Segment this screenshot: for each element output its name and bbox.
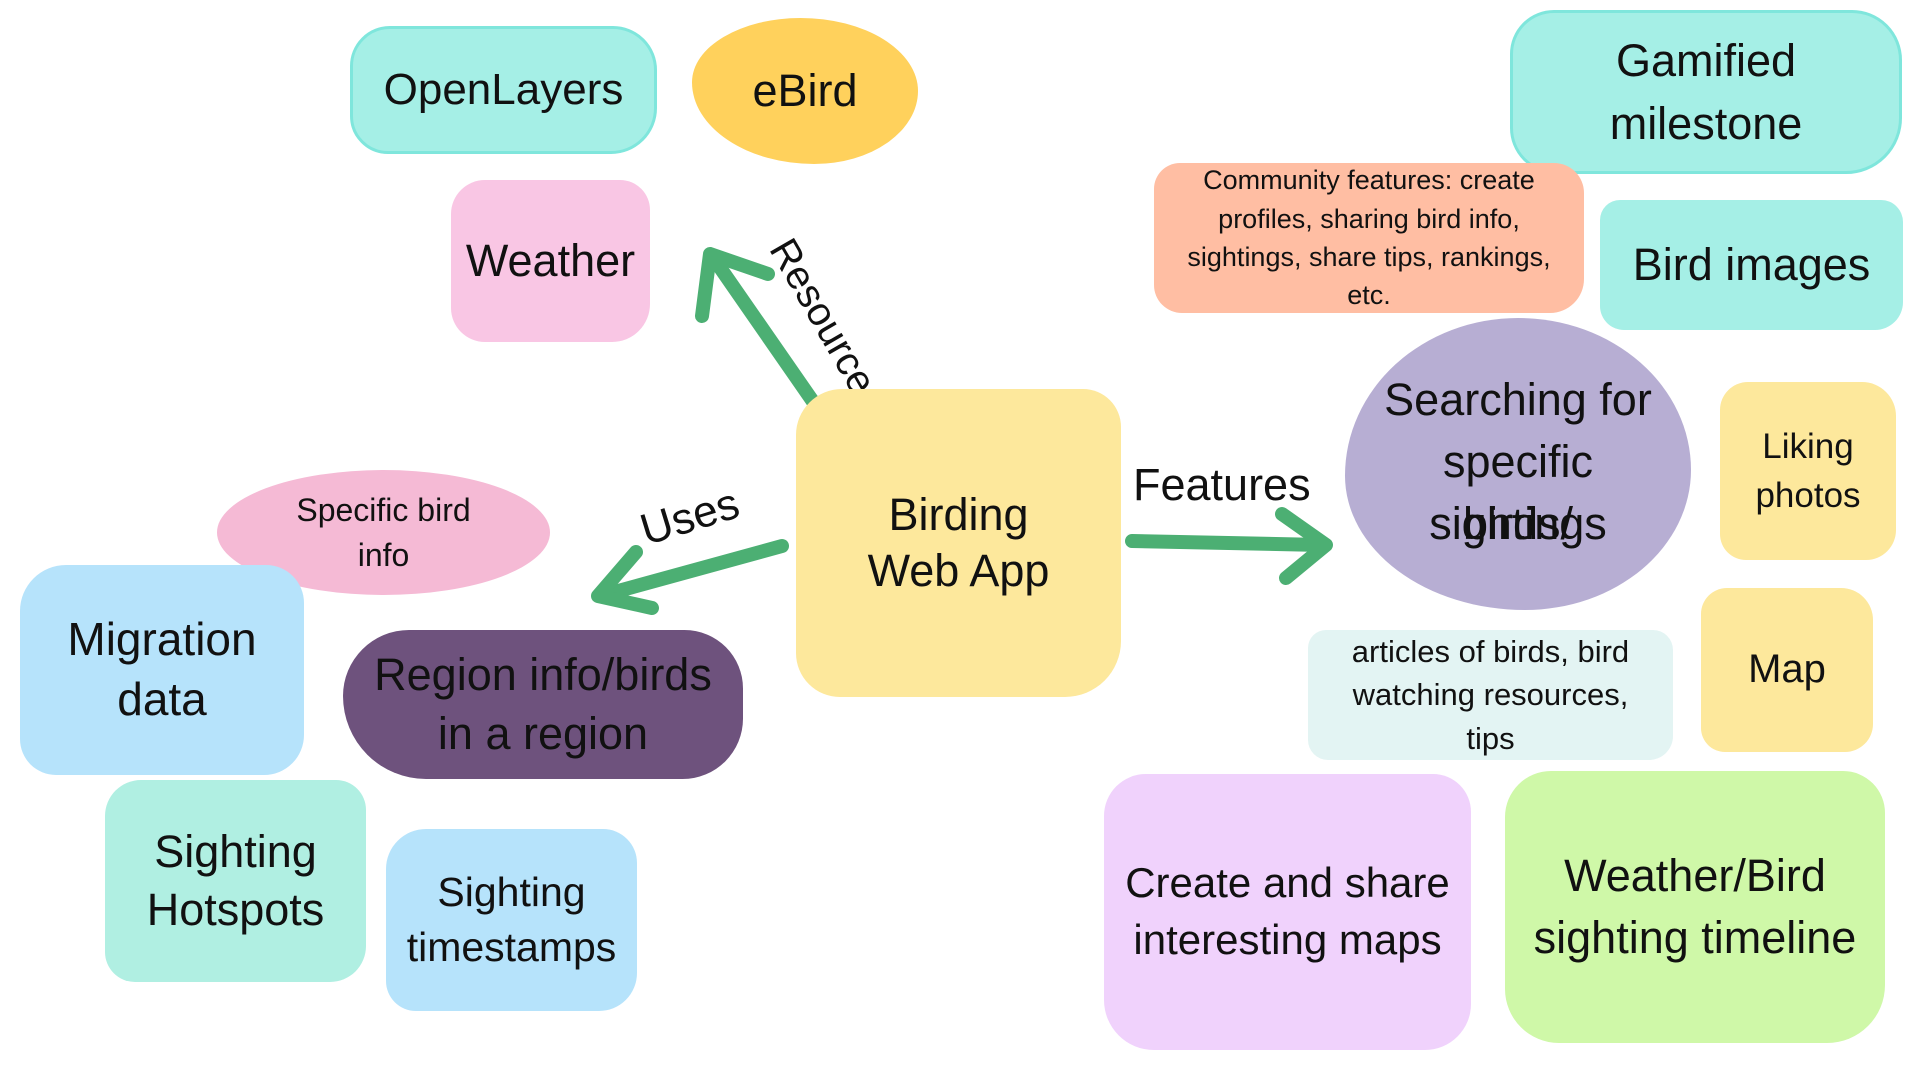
node-bird-images: Bird images [1600, 200, 1903, 330]
node-region-info: Region info/birds in a region [343, 630, 743, 779]
node-liking-photos: Liking photos [1720, 382, 1896, 560]
node-sighting-timestamps-label: Sighting timestamps [406, 868, 617, 970]
node-community-features: Community features: create profiles, sha… [1154, 163, 1584, 313]
arrow-resources [695, 247, 830, 423]
node-map-label: Map [1748, 647, 1826, 692]
node-openlayers-label: OpenLayers [383, 64, 624, 114]
central-node: Birding Web App [796, 389, 1121, 697]
node-searching-birds-label: Searching for specific [1384, 374, 1652, 488]
node-bird-images-label: Bird images [1632, 239, 1871, 291]
node-gamified-milestone: Gamified milestone [1510, 10, 1902, 174]
node-weather: Weather [451, 180, 650, 342]
node-sighting-hotspots: Sighting Hotspots [105, 780, 366, 982]
node-searching-birds-overlap-b: sightings [1429, 498, 1607, 549]
features-label: Features [1133, 459, 1311, 510]
node-searching-birds-overlap-a: birds/ [1462, 498, 1574, 549]
node-articles: articles of birds, bird watching resourc… [1308, 630, 1673, 760]
node-create-share-maps-label: Create and share interesting maps [1125, 859, 1450, 963]
node-specific-bird-info-label: Specific bird info [296, 491, 471, 573]
node-weather-timeline: Weather/Bird sighting timeline [1505, 771, 1885, 1043]
node-migration-data: Migration data [20, 565, 304, 775]
central-node-label: Birding Web App [867, 489, 1050, 596]
node-map: Map [1701, 588, 1873, 752]
node-openlayers: OpenLayers [350, 26, 657, 154]
node-gamified-milestone-label: Gamified milestone [1609, 35, 1803, 149]
node-weather-timeline-label: Weather/Bird sighting timeline [1533, 849, 1857, 963]
node-create-share-maps: Create and share interesting maps [1104, 774, 1471, 1050]
node-migration-data-label: Migration data [67, 613, 257, 725]
node-sighting-hotspots-label: Sighting Hotspots [146, 825, 325, 936]
node-community-features-label: Community features: create profiles, sha… [1187, 165, 1551, 311]
node-articles-label: articles of birds, bird watching resourc… [1351, 633, 1630, 756]
node-sighting-timestamps: Sighting timestamps [386, 829, 637, 1011]
node-region-info-label: Region info/birds in a region [374, 649, 712, 759]
arrow-uses [591, 539, 789, 615]
node-searching-birds: Searching for specific birds/ sightings [1345, 318, 1691, 610]
node-searching-birds-text: Searching for specific birds/ sightings [1363, 369, 1673, 559]
node-weather-label: Weather [465, 235, 636, 287]
node-ebird-label: eBird [752, 65, 858, 117]
node-ebird: eBird [692, 18, 918, 164]
arrow-features [1125, 507, 1333, 585]
node-liking-photos-label: Liking photos [1755, 427, 1861, 515]
